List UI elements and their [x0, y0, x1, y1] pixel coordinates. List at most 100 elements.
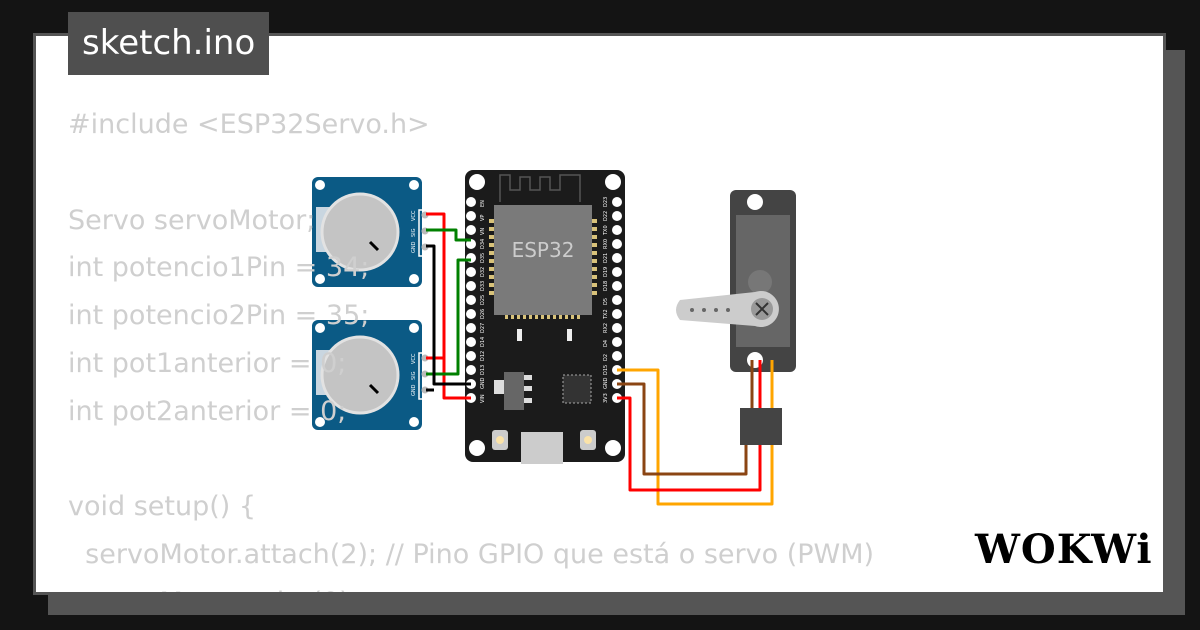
pin-label: D4	[603, 340, 609, 347]
pin-label: VCC	[411, 210, 417, 221]
wire-red	[426, 212, 471, 400]
pin	[466, 323, 476, 333]
pin	[612, 281, 622, 291]
pin-label: D22	[603, 211, 609, 221]
pin	[421, 370, 429, 378]
pin-label: EN	[480, 200, 486, 207]
mount-hole	[315, 274, 325, 284]
potentiometer-2[interactable]: VCC SIG GND	[312, 320, 430, 430]
antenna	[499, 174, 581, 202]
pin-label: 3V3	[603, 393, 609, 403]
pin-label: D12	[480, 351, 486, 361]
mount-hole	[409, 180, 419, 190]
pin-label: D21	[603, 253, 609, 263]
pin-label: SIG	[411, 228, 417, 237]
pin-label: D23	[603, 197, 609, 207]
mount-hole	[469, 174, 485, 190]
pin-label: D32	[480, 267, 486, 277]
knob-indicator	[368, 240, 380, 252]
pin	[466, 365, 476, 375]
pin-label: D13	[480, 365, 486, 375]
pin	[421, 354, 429, 362]
pin-label: GND	[411, 241, 417, 253]
servo-connector	[740, 408, 782, 445]
pin	[466, 295, 476, 305]
pin	[612, 225, 622, 235]
pin	[466, 197, 476, 207]
esp32-board[interactable]: ESP32ENVPVND34D35D32D33D25D26D27D14D12D1…	[465, 170, 625, 464]
pin-label: D15	[603, 365, 609, 375]
file-title: sketch.ino	[68, 12, 270, 75]
potentiometer-1[interactable]: VCC SIG GND	[312, 177, 430, 287]
pin	[612, 309, 622, 319]
mount-hole	[315, 417, 325, 427]
pin	[466, 211, 476, 221]
wokwi-logo: WOKWi	[975, 526, 1153, 573]
wire-green	[426, 228, 471, 242]
pin	[466, 267, 476, 277]
pin-label: GND	[603, 377, 609, 389]
pin	[612, 211, 622, 221]
servo-motor[interactable]	[676, 190, 796, 445]
pin-label: VCC	[411, 353, 417, 364]
pin	[466, 337, 476, 347]
mount-hole	[409, 323, 419, 333]
pin-label: D27	[480, 323, 486, 333]
pin	[612, 295, 622, 305]
pin	[466, 309, 476, 319]
pin-label: VN	[480, 228, 486, 235]
pin-label: D19	[603, 267, 609, 277]
pin	[612, 337, 622, 347]
pin-label: VIN	[480, 394, 486, 403]
pin-label: SIG	[411, 371, 417, 380]
pin	[612, 239, 622, 249]
pin-label: D2	[603, 354, 609, 361]
knob	[320, 335, 400, 415]
pin	[421, 386, 429, 394]
wire-black	[426, 244, 471, 386]
pin-label: TX2	[603, 309, 609, 320]
pin-label: TX0	[603, 225, 609, 236]
regulator	[504, 372, 524, 410]
mount-hole	[315, 180, 325, 190]
pin-label: D34	[480, 239, 486, 249]
usb-port	[521, 432, 563, 464]
mount-hole	[605, 174, 621, 190]
pin-label: RX0	[603, 239, 609, 249]
pin-label: D26	[480, 309, 486, 319]
pin-label: D5	[603, 298, 609, 305]
wire-green	[426, 258, 471, 376]
pin	[612, 323, 622, 333]
pin	[612, 351, 622, 361]
pin-label: GND	[411, 384, 417, 396]
mount-hole	[315, 323, 325, 333]
pin	[612, 197, 622, 207]
wire-brown	[617, 382, 748, 476]
knob-indicator	[368, 383, 380, 395]
wire-orange	[617, 368, 774, 506]
mount-hole	[469, 440, 485, 456]
mount-hole	[605, 440, 621, 456]
pin-label: D35	[480, 253, 486, 263]
mount-hole	[409, 274, 419, 284]
pin-label: D33	[480, 281, 486, 291]
esp32-chip	[494, 205, 592, 315]
pin	[466, 225, 476, 235]
pin-label: D14	[480, 337, 486, 347]
wires	[426, 212, 774, 506]
pin-label: VP	[480, 215, 486, 221]
pin	[612, 267, 622, 277]
pin-label: D25	[480, 295, 486, 305]
knob	[320, 192, 400, 272]
mount-hole	[409, 417, 419, 427]
chip-label: ESP32	[512, 238, 575, 262]
pin-label: RX2	[603, 323, 609, 333]
pin-label: D18	[603, 281, 609, 291]
wire-red	[617, 396, 762, 492]
usb-chip	[562, 374, 592, 404]
pin-label: GND	[480, 377, 486, 389]
pin	[612, 253, 622, 263]
pin	[466, 351, 476, 361]
pin	[466, 281, 476, 291]
